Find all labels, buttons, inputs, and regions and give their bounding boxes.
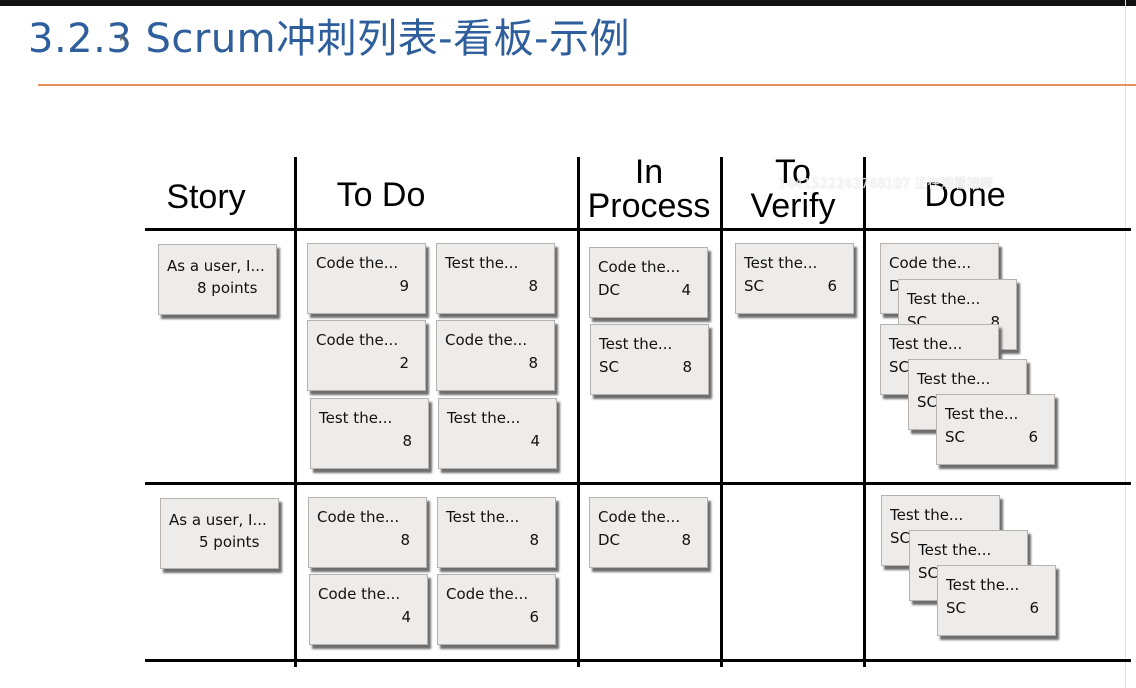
task-card: Test the... SC 6 [937,565,1056,636]
board-divider [145,659,1131,662]
task-title: Test the... [599,335,673,353]
task-owner: SC [744,277,764,295]
column-header-done: Done [924,176,1006,214]
task-title: Code the... [445,331,528,349]
task-title: Code the... [598,258,681,276]
story-card: As a user, I... 8 points [158,244,277,315]
task-owner: SC [890,529,910,547]
task-title: Test the... [744,254,818,272]
task-card: Code the... 9 [307,243,426,314]
task-card: Test the... 4 [438,398,557,469]
task-title: Test the... [446,508,520,526]
task-hours: 6 [1029,599,1039,617]
task-hours: 6 [1028,428,1038,446]
column-header-todo: To Do [336,176,426,214]
task-hours: 4 [401,608,411,626]
task-title: Test the... [918,541,992,559]
task-card: Test the... 8 [436,243,555,314]
task-owner: SC [918,564,938,582]
task-title: Test the... [890,506,964,524]
task-card: Code the... 8 [308,497,427,568]
task-title: Test the... [907,290,981,308]
column-header-inprocess: In Process [580,155,718,223]
slide-edge [1125,0,1126,688]
task-hours: 8 [990,313,1000,331]
board-divider [294,157,297,667]
task-hours: 8 [682,358,692,376]
task-title: Code the... [889,254,972,272]
task-owner: SC [599,358,619,376]
task-card: Test the... SC 8 [590,324,709,395]
column-header-line: Process [587,187,711,225]
task-card: Test the... 8 [437,497,556,568]
task-hours: 8 [529,531,539,549]
task-title: Code the... [598,508,681,526]
task-hours: 6 [529,608,539,626]
task-owner: SC [946,599,966,617]
board-divider [863,157,866,667]
task-owner: DC [598,281,621,299]
top-bar [0,0,1136,6]
task-card: Test the... SC 6 [735,243,854,314]
column-header-toverify: To Verify [724,155,862,223]
task-title: Code the... [446,585,529,603]
story-title: As a user, I... [167,257,265,275]
mouse-cursor-icon: ↖ [118,30,132,49]
task-title: Code the... [316,331,399,349]
task-card: Code the... DC 4 [589,247,708,318]
task-owner: SC [889,358,909,376]
task-title: Test the... [447,409,521,427]
task-card: Code the... 2 [307,320,426,391]
story-title: As a user, I... [169,511,267,529]
task-hours: 8 [528,277,538,295]
title-underline [38,84,1136,86]
task-hours: 8 [681,531,691,549]
task-title: Code the... [318,585,401,603]
task-card: Code the... 6 [437,574,556,645]
task-hours: 8 [400,531,410,549]
task-hours: 8 [528,354,538,372]
task-title: Test the... [945,405,1019,423]
slide-title: 3.2.3 Scrum冲刺列表-看板-示例 [28,16,631,62]
column-header-line: To [775,153,811,191]
task-title: Test the... [445,254,519,272]
task-hours: 4 [681,281,691,299]
task-owner: D [889,277,901,295]
task-title: Code the... [317,508,400,526]
task-hours: 9 [399,277,409,295]
board-divider [577,157,580,667]
task-title: Code the... [316,254,399,272]
task-hours: 4 [530,432,540,450]
task-card: Code the... DC 8 [589,497,708,568]
board-divider [145,228,1131,231]
task-card: Code the... 8 [436,320,555,391]
column-header-story: Story [166,178,246,216]
task-hours: 2 [399,354,409,372]
task-owner: DC [598,531,621,549]
task-owner: SC [917,393,937,411]
task-title: Test the... [889,335,963,353]
task-owner: SC [945,428,965,446]
board-divider [720,157,723,667]
task-title: Test the... [917,370,991,388]
task-card: Test the... SC 6 [936,394,1055,465]
task-title: Test the... [946,576,1020,594]
viewer-watermark: 1441522243768107 正在观看视频 [778,177,993,192]
task-hours: 6 [827,277,837,295]
story-points: 8 points [197,279,258,297]
task-card: Code the... 4 [309,574,428,645]
task-card: Test the... 8 [310,398,429,469]
task-title: Test the... [319,409,393,427]
board-divider [145,482,1131,485]
story-points: 5 points [199,533,260,551]
column-header-line: Verify [750,187,836,225]
story-card: As a user, I... 5 points [160,498,279,569]
column-header-line: In [634,153,664,191]
task-hours: 8 [402,432,412,450]
